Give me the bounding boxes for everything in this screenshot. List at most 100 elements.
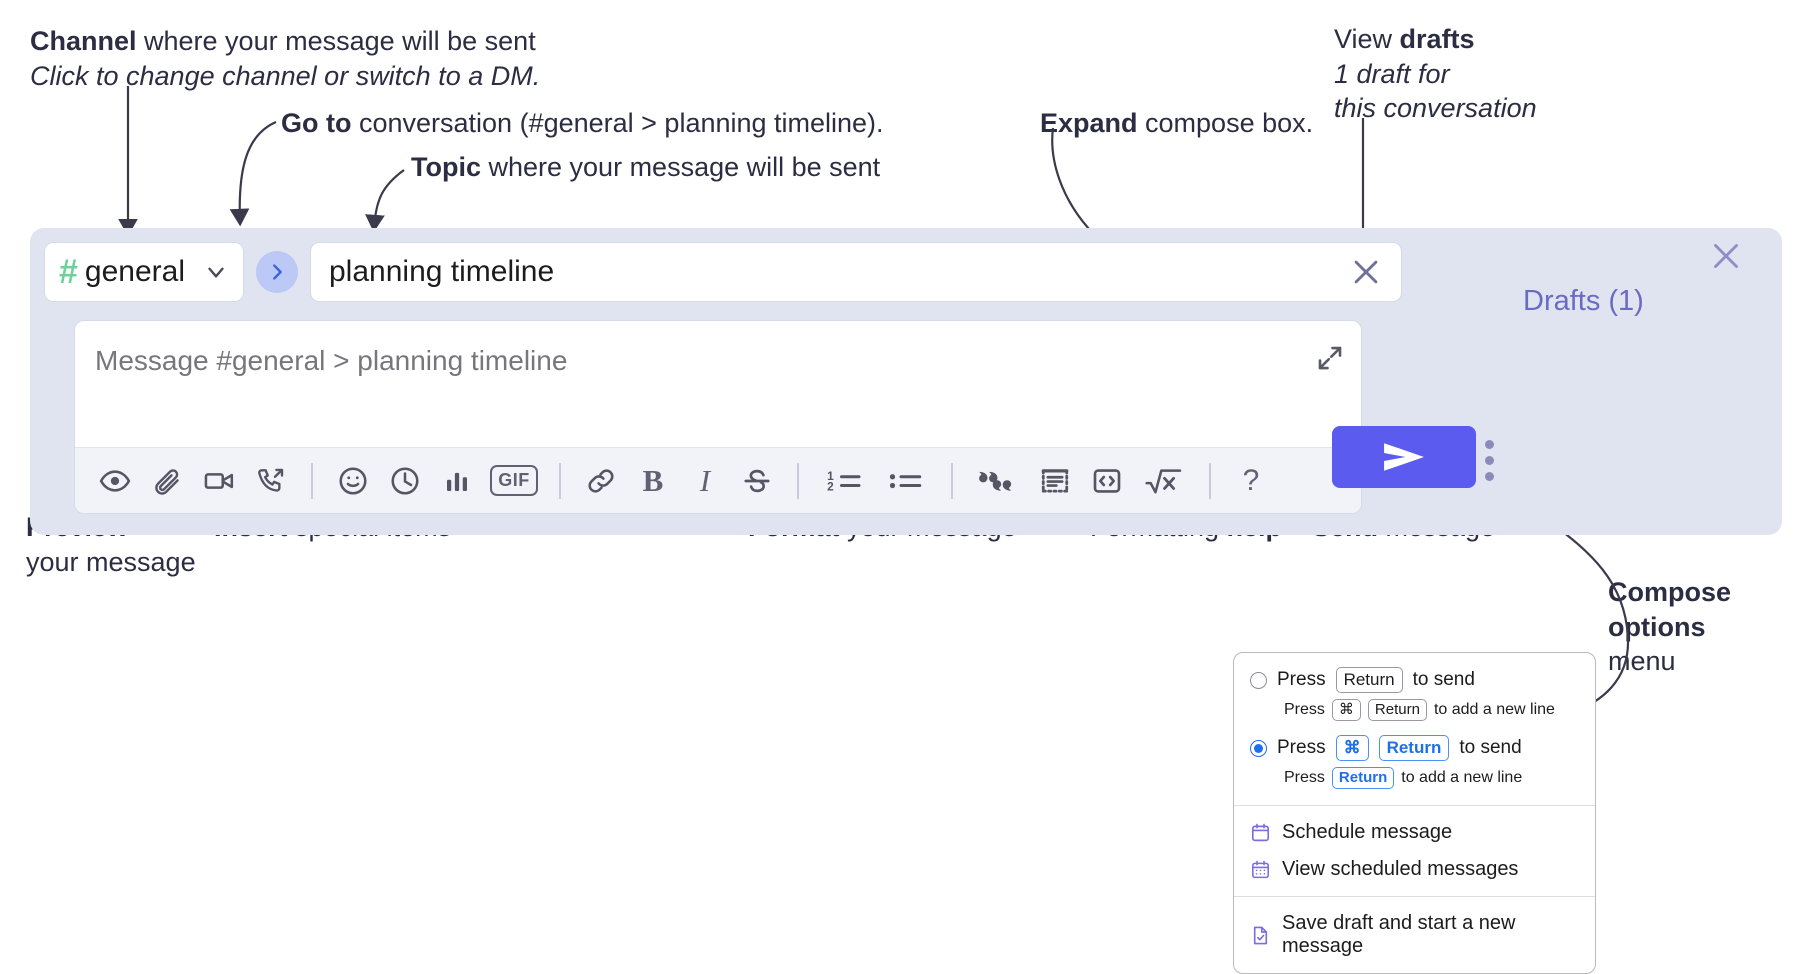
italic-icon[interactable]: I [681, 457, 729, 505]
send-option-return[interactable]: Press Return to send [1234, 665, 1595, 695]
send-option-cmd-press: Press [1277, 737, 1326, 758]
send-option-return-tail: to send [1412, 669, 1475, 690]
annotation-channel: Channel where your message will be sent … [30, 24, 540, 93]
radio-return[interactable] [1250, 671, 1267, 689]
annotation-goto-bold: Go to [281, 108, 352, 138]
compose-options-button[interactable] [1485, 440, 1494, 481]
inline-code-icon[interactable] [1083, 457, 1131, 505]
divider-5 [1209, 462, 1211, 499]
sub-press-1: Press [1284, 701, 1325, 718]
code-block-icon[interactable] [1031, 457, 1079, 505]
divider-4 [951, 462, 953, 499]
close-compose-icon[interactable] [1708, 238, 1744, 279]
annotation-compose-options: Compose options menu [1608, 575, 1731, 679]
channel-name-label: general [84, 255, 185, 288]
menu-item-save-draft[interactable]: Save draft and start a new message [1234, 905, 1595, 965]
clock-icon[interactable] [381, 457, 429, 505]
compose-widget: # general planning timeline Message #gen… [30, 228, 1782, 535]
calendar-grid-icon [1250, 859, 1271, 880]
hash-icon: # [59, 253, 78, 291]
send-option-cmd-return[interactable]: Press ⌘ Return to send [1234, 733, 1595, 763]
attachment-icon[interactable] [143, 457, 191, 505]
send-option-cmd-sub: Press Return to add a new line [1234, 763, 1595, 793]
schedule-section: Schedule message View scheduled messages [1234, 806, 1595, 896]
annotation-drafts: View drafts 1 draft for this conversatio… [1334, 22, 1537, 126]
annotation-expand-bold: Expand [1040, 108, 1138, 138]
sub-tail-2: to add a new line [1401, 769, 1523, 786]
radio-cmd-return[interactable] [1250, 739, 1267, 757]
draft-section: Save draft and start a new message [1234, 897, 1595, 973]
ordered-list-icon[interactable]: 1 2 [815, 457, 873, 505]
key-return-3: Return [1331, 766, 1395, 790]
calendar-schedule-icon [1250, 822, 1271, 843]
send-shortcut-options: Press Return to send Press ⌘ Return to a… [1234, 653, 1595, 805]
annotation-expand: Expand compose box. [1040, 106, 1313, 141]
link-icon[interactable] [577, 457, 625, 505]
annotation-channel-rest: where your message will be sent [136, 26, 536, 56]
bulleted-list-icon[interactable] [877, 457, 935, 505]
compose-header-row: # general planning timeline [44, 242, 1402, 302]
menu-divider-1 [1234, 805, 1595, 806]
annotation-compose-options-bold1: Compose [1608, 577, 1732, 607]
annotation-drafts-italic1: 1 draft for [1334, 58, 1450, 89]
gif-icon[interactable]: GIF [485, 457, 543, 505]
menu-item-schedule-label: Schedule message [1282, 821, 1453, 843]
key-return-2: Return [1378, 735, 1450, 761]
divider-2 [559, 462, 561, 499]
audio-call-icon[interactable] [247, 457, 295, 505]
annotation-drafts-italic2: this conversation [1334, 93, 1537, 124]
message-placeholder: Message #general > planning timeline [95, 345, 568, 376]
chevron-down-icon [203, 259, 229, 285]
help-label: ? [1242, 463, 1260, 497]
svg-text:1: 1 [827, 469, 834, 483]
annotation-drafts-pre: View [1334, 24, 1400, 54]
sub-tail-1: to add a new line [1433, 701, 1555, 718]
message-input-box[interactable]: Message #general > planning timeline [74, 320, 1362, 514]
menu-item-schedule-message[interactable]: Schedule message [1234, 814, 1595, 851]
bold-icon[interactable]: B [629, 457, 677, 505]
key-cmd-1: ⌘ [1331, 698, 1361, 722]
menu-divider-2 [1234, 896, 1595, 897]
clear-topic-icon[interactable] [1349, 255, 1383, 289]
annotation-topic: Topic where your message will be sent [411, 150, 880, 185]
key-return: Return [1335, 667, 1403, 693]
strikethrough-icon[interactable] [733, 457, 781, 505]
drafts-link[interactable]: Drafts (1) [1523, 285, 1644, 317]
annotation-channel-bold: Channel [30, 26, 137, 56]
annotation-preview-rest: your message [26, 546, 196, 577]
kebab-dot-3 [1485, 472, 1494, 481]
key-return-1: Return [1367, 698, 1427, 722]
annotation-drafts-bold: drafts [1399, 24, 1475, 54]
divider-1 [311, 462, 313, 499]
blockquote-icon[interactable] [969, 457, 1027, 505]
compose-options-menu[interactable]: Press Return to send Press ⌘ Return to a… [1233, 652, 1596, 974]
menu-item-save-draft-label: Save draft and start a new message [1282, 912, 1516, 957]
send-button[interactable] [1332, 426, 1476, 488]
annotation-goto-rest: conversation (#general > planning timeli… [351, 108, 884, 138]
annotation-topic-rest: where your message will be sent [481, 152, 881, 182]
channel-selector[interactable]: # general [44, 242, 244, 302]
expand-compose-icon[interactable] [1313, 341, 1347, 375]
annotation-compose-options-bold2: options [1608, 611, 1706, 642]
topic-input[interactable]: planning timeline [310, 242, 1402, 302]
math-icon[interactable] [1135, 457, 1193, 505]
annotation-goto: Go to conversation (#general > planning … [281, 106, 884, 141]
annotation-expand-rest: compose box. [1137, 108, 1314, 138]
menu-item-view-scheduled[interactable]: View scheduled messages [1234, 851, 1595, 888]
annotation-compose-options-rest: menu [1608, 646, 1676, 677]
bold-label: B [642, 462, 664, 498]
kebab-dot-1 [1485, 440, 1494, 449]
italic-label: I [699, 462, 711, 498]
key-cmd-2: ⌘ [1335, 735, 1369, 761]
video-icon[interactable] [195, 457, 243, 505]
poll-icon[interactable] [433, 457, 481, 505]
kebab-dot-2 [1485, 456, 1494, 465]
gif-label: GIF [490, 465, 538, 496]
go-to-conversation-button[interactable] [256, 251, 298, 293]
annotation-channel-italic: Click to change channel or switch to a D… [30, 60, 541, 91]
formatting-help-icon[interactable]: ? [1227, 457, 1275, 505]
emoji-icon[interactable] [329, 457, 377, 505]
svg-text:2: 2 [827, 479, 834, 493]
preview-icon[interactable] [91, 457, 139, 505]
send-option-return-press: Press [1277, 669, 1326, 690]
